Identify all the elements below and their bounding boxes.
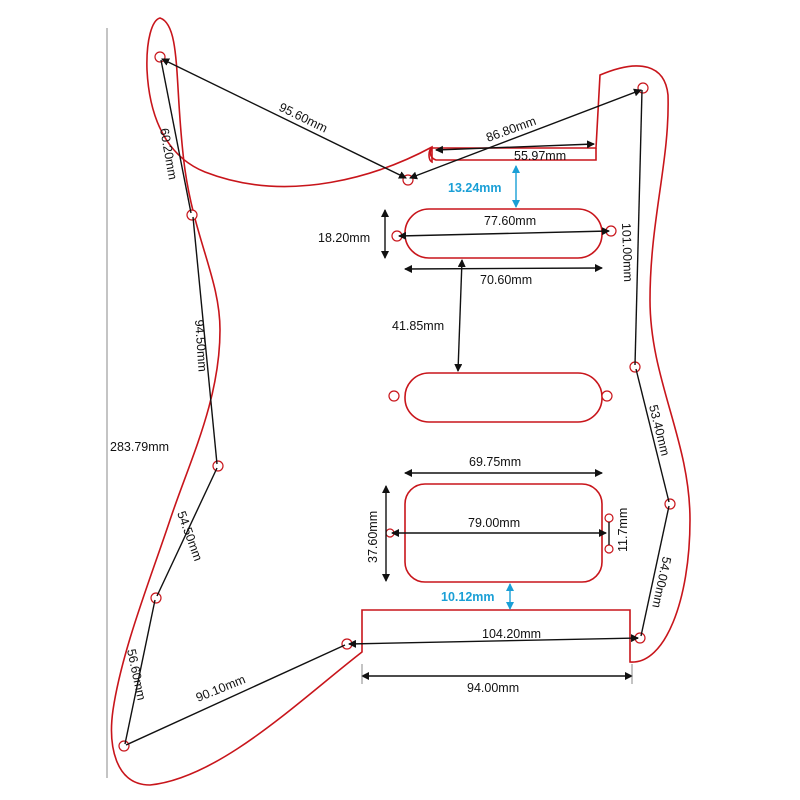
pickguard-outline <box>110 17 691 786</box>
label-neck-gap: 13.24mm <box>448 181 502 195</box>
dim-line <box>124 599 156 745</box>
dim-line <box>634 89 643 366</box>
pickup-hole <box>604 513 614 523</box>
label-bottom-cutout: 94.00mm <box>467 681 519 695</box>
screw-hole <box>664 498 676 510</box>
dim-line <box>125 644 346 746</box>
dimension-labels: 95.60mm 86.80mm 55.97mm 13.24mm 77.60mm … <box>124 100 674 705</box>
dim-line <box>435 140 595 154</box>
dim-line <box>635 368 670 503</box>
pickup-hole <box>601 390 613 402</box>
label-left-lower: 54.50mm <box>174 509 205 563</box>
label-humbucker-width: 69.75mm <box>469 455 521 469</box>
screw-hole <box>118 740 130 752</box>
dim-line <box>398 227 610 240</box>
screw-hole <box>212 460 224 472</box>
label-bottom-holes: 104.20mm <box>482 627 541 641</box>
label-right-upper: 101.00mm <box>619 223 635 283</box>
screw-hole <box>637 82 649 94</box>
label-pickup1-height: 18.20mm <box>318 231 370 245</box>
label-top-left: 95.60mm <box>277 100 330 135</box>
label-bottom-gap: 10.12mm <box>441 590 495 604</box>
screw-hole <box>186 209 198 221</box>
pickup-hole <box>388 390 400 402</box>
label-right-middle: 53.40mm <box>646 403 672 457</box>
dim-line <box>156 467 218 597</box>
label-humbucker-holes: 79.00mm <box>468 516 520 530</box>
dim-line <box>192 216 218 465</box>
dimension-lines <box>124 58 670 746</box>
dim-line <box>409 88 642 180</box>
label-pickup1-width: 70.60mm <box>480 273 532 287</box>
dim-line <box>161 58 407 179</box>
label-humbucker-offset: 11.7mm <box>616 508 630 552</box>
label-humbucker-height: 37.60mm <box>366 511 380 563</box>
dim-line <box>404 264 603 273</box>
label-left-upper: 60.20mm <box>157 127 180 181</box>
label-bottom-left-diagonal: 90.10mm <box>194 672 248 705</box>
label-left-bottom: 56.60mm <box>124 648 149 702</box>
pickup-hole <box>604 544 614 554</box>
screw-hole <box>150 592 162 604</box>
dim-line <box>348 634 639 648</box>
dim-line <box>454 259 466 372</box>
dim-line <box>160 59 192 214</box>
label-pickup1-holes: 77.60mm <box>484 214 536 228</box>
dim-line <box>640 505 670 637</box>
label-left-middle: 94.50mm <box>192 319 210 372</box>
mounting-holes <box>118 51 676 752</box>
label-neck-pocket: 55.97mm <box>514 149 566 163</box>
middle-pickup-route <box>404 372 603 423</box>
overall-height-label: 283.79mm <box>110 440 169 454</box>
label-pickup-spacing: 41.85mm <box>392 319 444 333</box>
